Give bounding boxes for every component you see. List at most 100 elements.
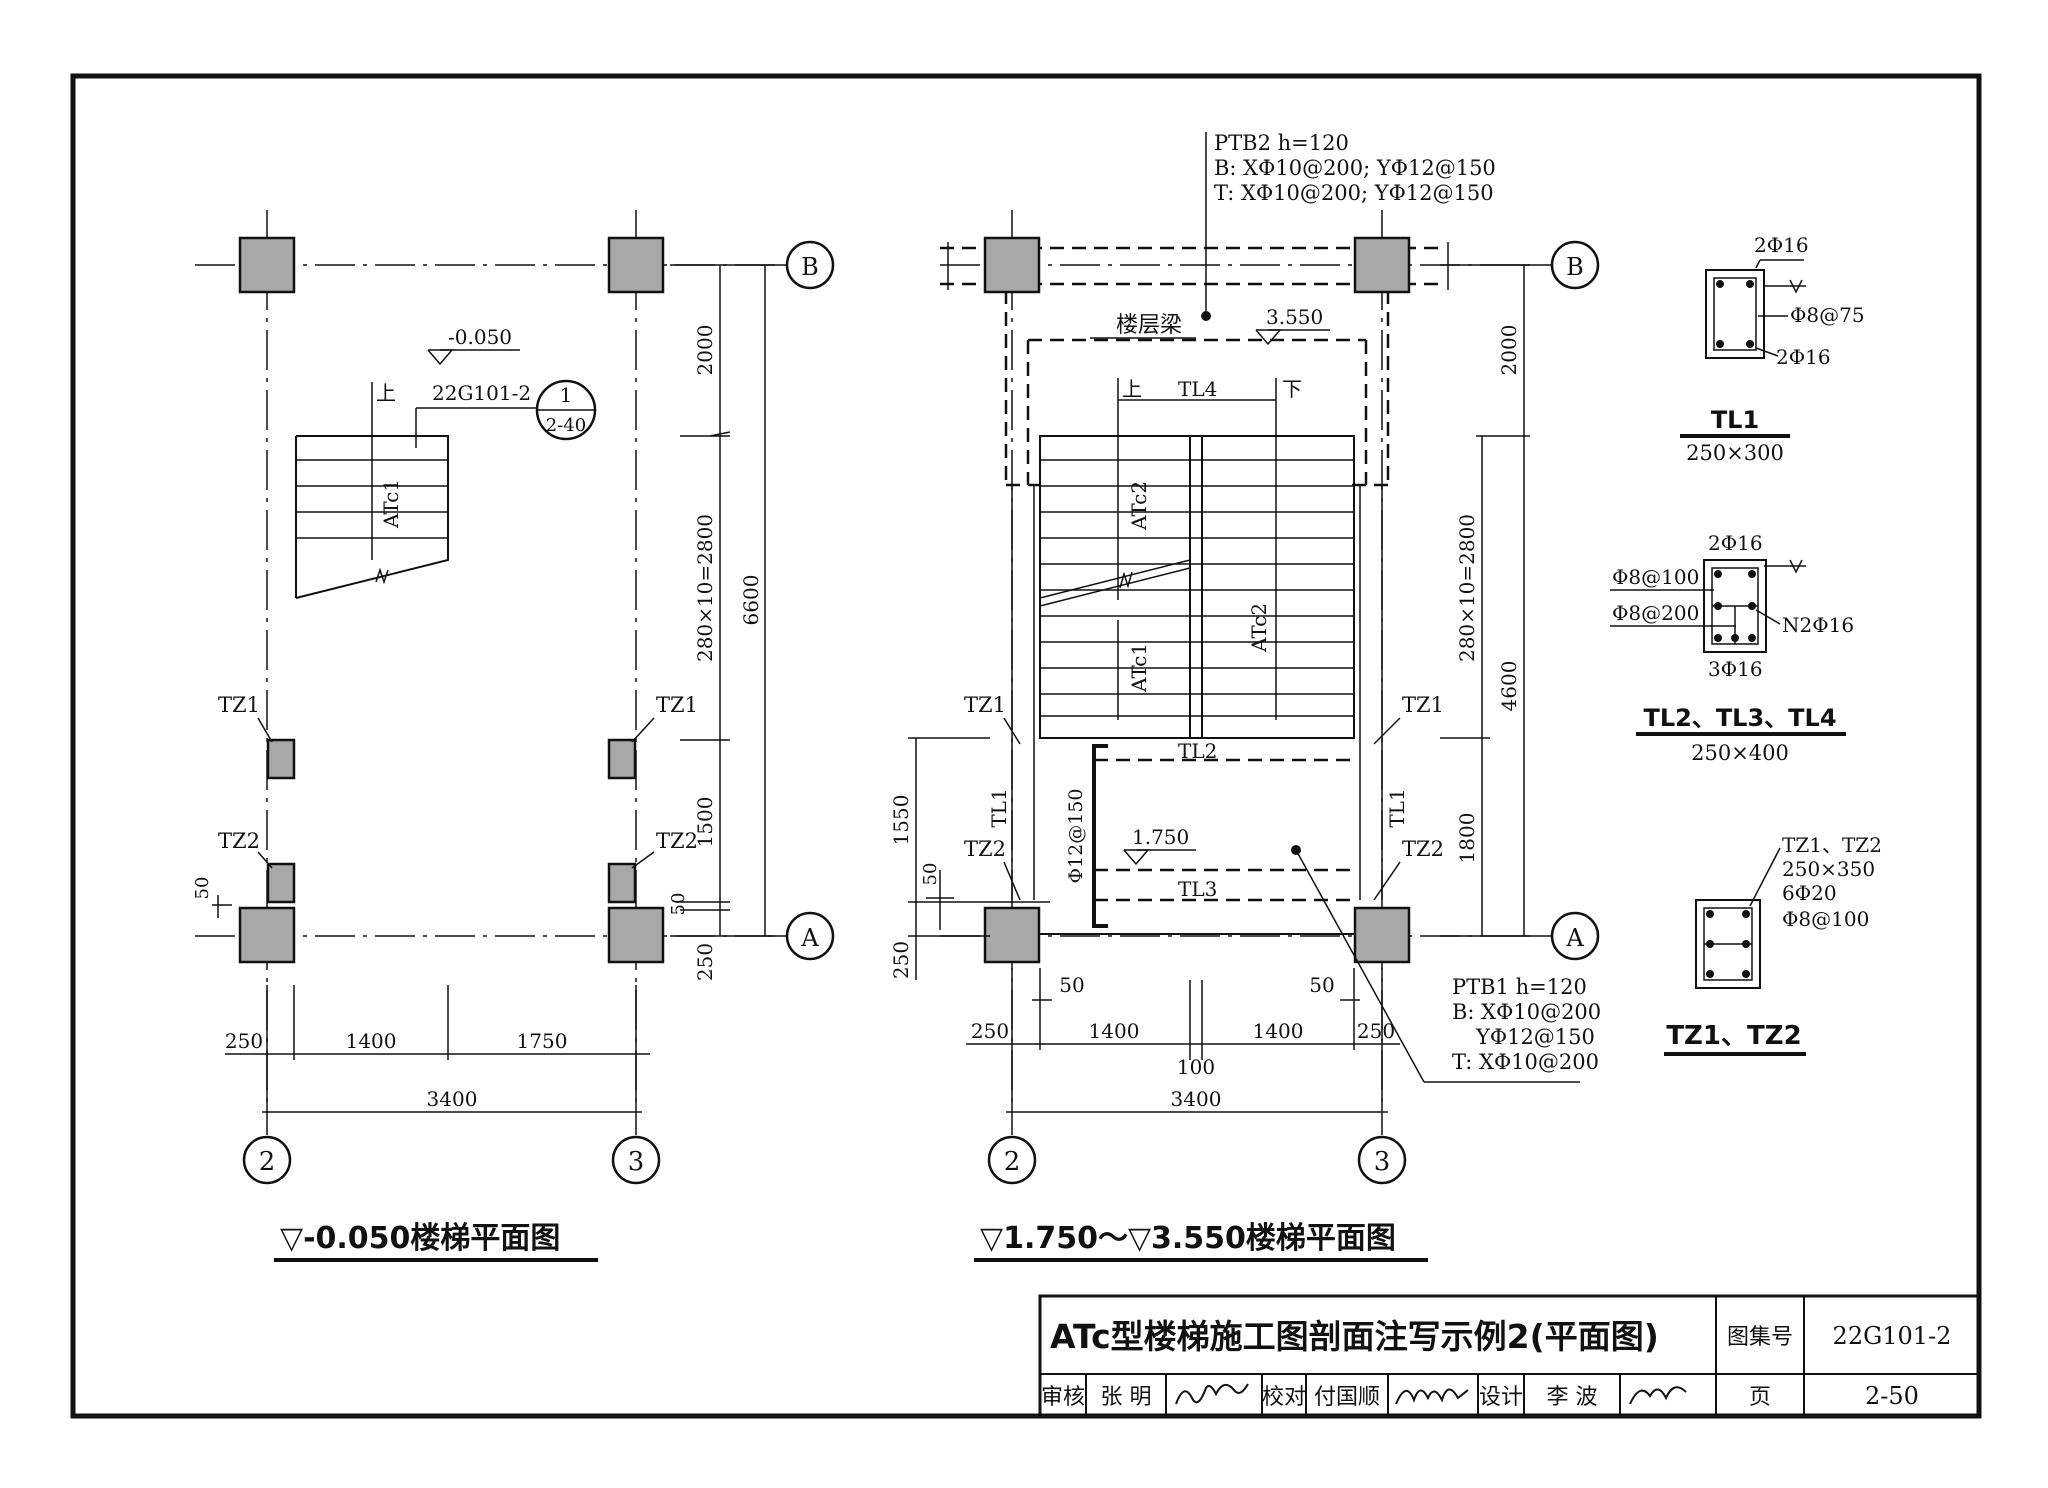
dim-r-right-3: 1800	[1455, 813, 1479, 864]
ref-num: 1	[560, 383, 573, 407]
tz-names: TZ1、TZ2	[1782, 833, 1882, 857]
tz1-label-right: TZ1	[656, 693, 698, 717]
dim-total-left: 6600	[739, 575, 763, 626]
floor-beam-label: 楼层梁	[1116, 313, 1182, 338]
up-label-left: 上	[376, 381, 396, 405]
tl1-size: 250×300	[1686, 441, 1784, 465]
ptb2-line1: PTB2 h=120	[1214, 131, 1349, 155]
right-stair-plan: 上 下 TL4 ATc2 ATc1 ATc2 TL2 TL3 Φ12@150 1…	[889, 131, 1601, 1262]
dim-r-small-2: 50	[1309, 973, 1334, 997]
sheet-frame	[70, 73, 1982, 1419]
axis-3-right: 3	[1374, 1147, 1391, 1177]
tl234-stirrup1: Φ8@100	[1612, 565, 1699, 589]
dim-right-2: 280×10=2800	[693, 514, 717, 662]
tl1-label-left: TL1	[987, 788, 1011, 827]
dim-r-left-2: 50	[920, 863, 941, 886]
ptb2-line3: T: XΦ10@200; YΦ12@150	[1214, 181, 1494, 205]
tl4-label: TL4	[1178, 377, 1217, 401]
dim-right-5: 250	[693, 943, 717, 981]
checker-signature	[1395, 1388, 1469, 1405]
dim-r-bottom-3: 1400	[1253, 1019, 1304, 1043]
dim-r-left-3: 250	[889, 941, 913, 979]
dim-r-mid: 100	[1177, 1055, 1215, 1079]
atlas-number: 22G101-2	[1833, 1322, 1952, 1350]
designer-signature	[1629, 1386, 1687, 1405]
tz2-label-right: TZ2	[656, 829, 698, 853]
section-tz: TZ1、TZ2 250×350 6Φ20 Φ8@100 TZ1、TZ2	[1664, 833, 1882, 1056]
tz-bars: 6Φ20	[1782, 881, 1837, 905]
level-top: 3.550	[1266, 305, 1323, 329]
dim-r-total: 4600	[1497, 661, 1521, 712]
checker-name: 付国顺	[1314, 1385, 1380, 1410]
tz2-label-r-left: TZ2	[964, 837, 1006, 861]
dim-r-bottom-total: 3400	[1171, 1087, 1222, 1111]
dim-r-bottom-2: 1400	[1089, 1019, 1140, 1043]
tl1-name: TL1	[1711, 406, 1759, 434]
tl234-top-bars: 2Φ16	[1708, 531, 1763, 555]
section-tl234: 2Φ16 Φ8@100 Φ8@200 N2Φ16 3Φ16 TL2、TL3、TL…	[1610, 531, 1854, 765]
tl1-bottom-bars: 2Φ16	[1776, 345, 1831, 369]
tl234-bottom-bars: 3Φ16	[1708, 657, 1763, 681]
ptb1-line2: B: XΦ10@200	[1452, 1000, 1601, 1024]
tl1-top-bars: 2Φ16	[1754, 233, 1809, 257]
ref-page: 2-40	[546, 415, 586, 436]
dim-bottom-1: 250	[225, 1029, 263, 1053]
tz-stirrup: Φ8@100	[1782, 907, 1869, 931]
atlas-label: 图集号	[1727, 1325, 1793, 1350]
up-label-right: 上	[1122, 377, 1142, 401]
left-plan-title: ▽-0.050楼梯平面图	[280, 1221, 560, 1256]
dim-right-4: 50	[668, 893, 689, 916]
tl234-stirrup2: Φ8@200	[1612, 601, 1699, 625]
level-mid: 1.750	[1132, 825, 1189, 849]
ref-code-left: 22G101-2	[432, 381, 531, 405]
page-label: 页	[1749, 1385, 1771, 1410]
flight-atc2-b: ATc2	[1247, 603, 1271, 653]
axis-b-left: B	[801, 253, 819, 281]
down-label-right: 下	[1282, 377, 1302, 401]
dim-right-3: 1500	[693, 797, 717, 848]
tz1-label-left: TZ1	[218, 693, 260, 717]
axis-a-left: A	[800, 924, 819, 952]
ptb1-line4: T: XΦ10@200	[1452, 1050, 1599, 1074]
tl3-label: TL3	[1178, 877, 1217, 901]
tz2-label-left: TZ2	[218, 829, 260, 853]
axis-3-left: 3	[628, 1147, 645, 1177]
dim-bottom-2: 1400	[346, 1029, 397, 1053]
right-plan-title: ▽1.750～▽3.550楼梯平面图	[980, 1221, 1396, 1256]
dim-right-1: 2000	[693, 325, 717, 376]
tl234-name: TL2、TL3、TL4	[1643, 704, 1836, 732]
tz-size: 250×350	[1782, 857, 1875, 881]
tl1-label-right: TL1	[1385, 788, 1409, 827]
tl2-label: TL2	[1178, 739, 1217, 763]
dim-r-left-1: 1550	[889, 795, 913, 846]
dim-r-small-1: 50	[1059, 973, 1084, 997]
reviewer-name: 张 明	[1101, 1385, 1152, 1410]
dim-r-right-1: 2000	[1497, 325, 1521, 376]
axis-a-right: A	[1565, 924, 1584, 952]
level-left: -0.050	[448, 325, 512, 349]
ptb1-line1: PTB1 h=120	[1452, 975, 1587, 999]
tl234-side-bars: N2Φ16	[1782, 613, 1854, 637]
tz1-label-r-left: TZ1	[964, 693, 1006, 717]
page-number: 2-50	[1865, 1382, 1919, 1410]
landing-rebar: Φ12@150	[1065, 788, 1087, 883]
tl234-size: 250×400	[1691, 741, 1789, 765]
left-stair-plan: TZ1 TZ1 TZ2 TZ2 上 ATc1 -0.050 22G101-2 1…	[192, 210, 835, 1262]
flight-atc1-right: ATc1	[1127, 643, 1151, 693]
designer-name: 李 波	[1547, 1385, 1598, 1410]
dim-r-right-2: 280×10=2800	[1455, 514, 1479, 662]
ptb1-line3: YΦ12@150	[1475, 1025, 1595, 1049]
dim-r-bottom-4: 250	[1357, 1019, 1395, 1043]
dim-r-bottom-1: 250	[971, 1019, 1009, 1043]
axis-2-right: 2	[1004, 1147, 1021, 1177]
flight-atc1-left: ATc1	[379, 479, 403, 529]
tz-label: TZ1、TZ2	[1666, 1021, 1801, 1051]
section-tl1: 2Φ16 Φ8@75 2Φ16 TL1 250×300	[1680, 233, 1865, 465]
review-label: 审核	[1041, 1385, 1085, 1410]
dim-bottom-total-left: 3400	[427, 1087, 478, 1111]
dim-left-small: 50	[192, 877, 213, 900]
flight-atc2-a: ATc2	[1127, 481, 1151, 531]
title-block: ATc型楼梯施工图剖面注写示例2(平面图) 图集号 22G101-2 审核 张 …	[1038, 1294, 1981, 1418]
dim-bottom-3: 1750	[517, 1029, 568, 1053]
